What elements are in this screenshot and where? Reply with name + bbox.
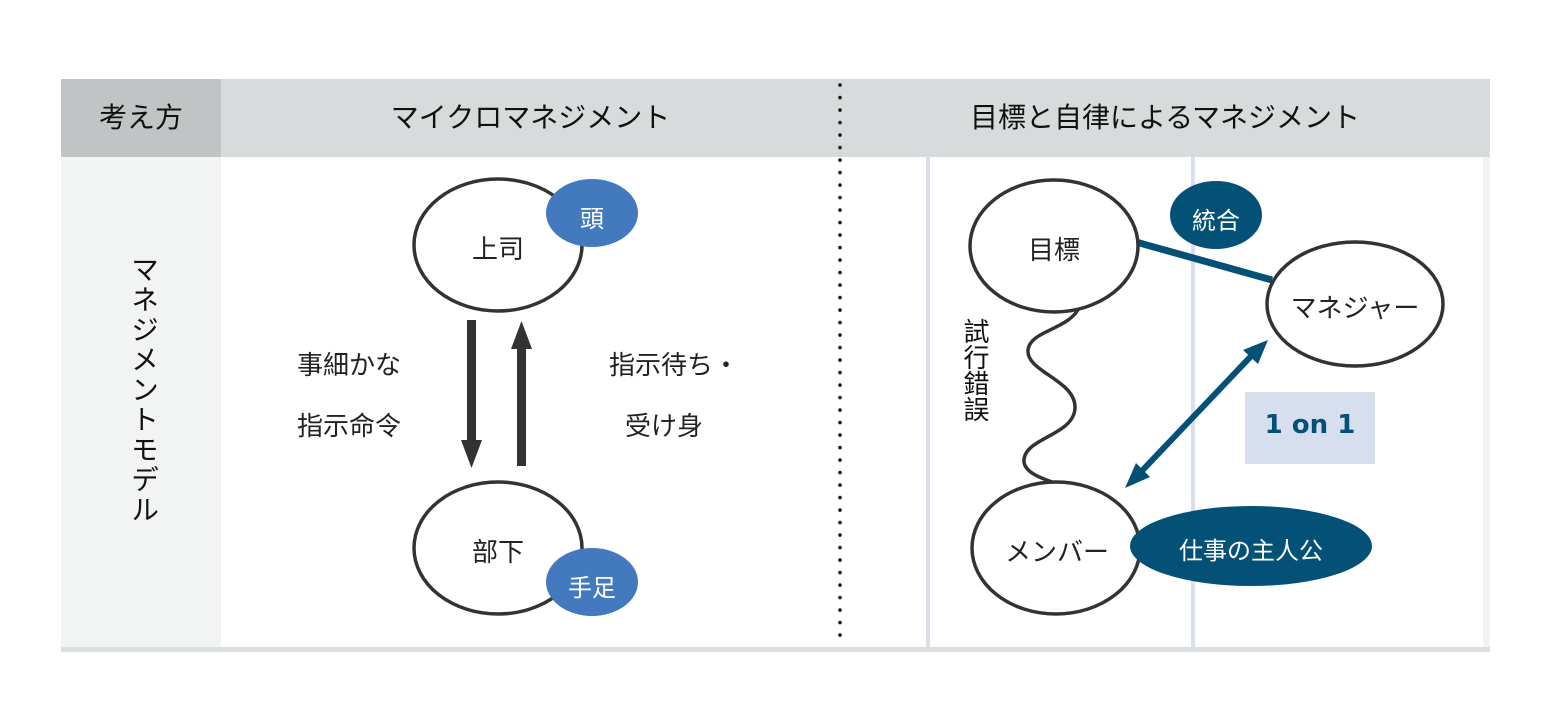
integration-line: [1135, 238, 1273, 284]
subordinate-node: [412, 480, 584, 616]
passive-text-line2: 受け身: [624, 412, 703, 442]
subordinate-label: 部下: [471, 538, 524, 568]
integrate-badge: [1170, 181, 1262, 249]
trial-error-label: 試行錯誤: [959, 318, 989, 422]
one-on-one-label: 1 on 1: [1264, 410, 1356, 440]
member-badge-label: 仕事の主人公: [1179, 537, 1323, 565]
panel-divider-middle: [1191, 157, 1195, 647]
boss-label: 上司: [471, 235, 524, 265]
up-arrow: [511, 321, 532, 466]
row-label-text: マネジメントモデル: [127, 255, 160, 525]
right-edge-strip: [1483, 157, 1490, 647]
directive-text-line2: 指示命令: [296, 412, 401, 442]
manager-node: [1265, 240, 1445, 368]
passive-text-line1: 指示待ち・: [608, 351, 739, 381]
goal-label: 目標: [1027, 236, 1080, 266]
header-autonomy-title: 目標と自律によるマネジメント: [969, 101, 1361, 134]
one-on-one-arrow: [1125, 340, 1268, 488]
row-label-cell: マネジメントモデル: [61, 157, 221, 647]
one-on-one-box: [1245, 392, 1375, 464]
goal-node: [968, 178, 1140, 314]
member-badge: [1130, 506, 1372, 586]
manager-label: マネジャー: [1290, 294, 1420, 324]
subordinate-badge: [546, 548, 638, 616]
header-label-text: 考え方: [98, 101, 183, 134]
header-micro-cell: マイクロマネジメント: [221, 79, 840, 157]
subordinate-badge-label: 手足: [568, 574, 616, 602]
trial-error-wave: [1022, 305, 1082, 492]
header-autonomy-cell: 目標と自律によるマネジメント: [840, 79, 1490, 157]
header-micro-title: マイクロマネジメント: [390, 101, 671, 134]
header-label-cell: 考え方: [61, 79, 221, 157]
table-bottom-border: [61, 647, 1490, 652]
down-arrow: [461, 320, 482, 468]
boss-badge-label: 頭: [580, 205, 604, 233]
panel-divider-left: [926, 157, 930, 647]
directive-text-line1: 事細かな: [296, 351, 401, 381]
boss-badge: [546, 179, 638, 247]
member-label: メンバー: [1004, 538, 1109, 568]
integrate-badge-label: 統合: [1192, 207, 1240, 235]
